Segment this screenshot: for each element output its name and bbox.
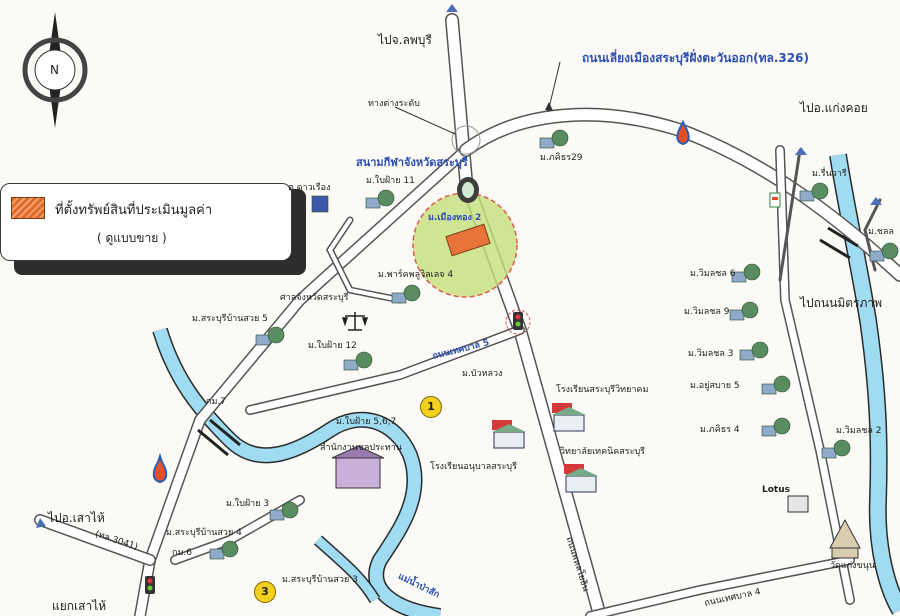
gas-station-icon <box>152 452 168 484</box>
gas-station-icon <box>676 119 690 146</box>
label-ban-fai-3: ม.ใบฝ้าย 3 <box>226 499 270 509</box>
label-ban-fai-567: ม.ใบฝ้าย 5,6,7 <box>336 417 397 427</box>
label-saraburi-ban-suan-3: ม.สระบุรีบ้านสวย 3 <box>282 575 358 585</box>
label-court: ศาลจังหวัดสระบุรี <box>280 293 349 303</box>
store-icon <box>769 192 781 208</box>
traffic-light-icon <box>145 576 155 594</box>
label-lotus: Lotus <box>762 485 790 495</box>
marker-1[interactable]: 1 <box>420 396 442 418</box>
legend-title: ที่ตั้งทรัพย์สินที่ประเมินมูลค่า <box>55 203 213 218</box>
label-bua-luang: ม.บัวหลวง <box>462 369 503 379</box>
label-mueang-thong-2: ม.เมืองทอง 2 <box>428 213 482 223</box>
label-ruen-wan: ม.รื่นวารี <box>812 169 847 179</box>
label-km6: กม.6 <box>172 548 192 558</box>
label-land-office: สำนักงานชลประทาน <box>320 443 402 453</box>
label-kindergarten: โรงเรียนอนุบาลสระบุรี <box>430 462 517 472</box>
lotus-store-icon <box>787 495 809 513</box>
compass-icon <box>22 12 88 128</box>
label-saraburi-school: โรงเรียนสระบุรีวิทยาคม <box>556 385 649 395</box>
label-saraburi-ban-suan-4: ม.สระบุรีบ้านสวย 4 <box>166 528 242 538</box>
label-interchange: ทางต่างระดับ <box>368 99 420 109</box>
label-chon-edge: ม.ชลล <box>868 227 894 237</box>
subject-property <box>445 223 491 257</box>
north-label: N <box>50 63 59 77</box>
label-wimonchon-2: ม.วิมลชล 2 <box>836 426 882 436</box>
school-icons <box>492 403 598 493</box>
label-ban-fai-12: ม.ใบฝ้าย 12 <box>308 341 357 351</box>
arrow-icons <box>36 4 882 528</box>
traffic-light-icon <box>513 312 523 330</box>
label-saraburi-ban-suan-5: ม.สระบุรีบ้านสวย 5 <box>192 314 268 324</box>
label-to-kaeng-khoi: ไปอ.แก่งคอย <box>800 101 868 115</box>
temple-icon <box>829 518 861 559</box>
label-dao-rueang: ต.ดาวเรือง <box>288 183 331 193</box>
court-icon <box>341 312 369 331</box>
label-pradit-29: ม.ภคิธร29 <box>540 153 583 163</box>
label-pakhithon-4: ม.ภคิธร 4 <box>700 425 740 435</box>
label-sao-hai-district: แยกเสาไห้ <box>52 599 107 613</box>
stadium-icon <box>457 177 479 203</box>
label-tech-college: วิทยาลัยเทคนิคสระบุรี <box>560 447 646 457</box>
label-km7: กม.7 <box>206 397 226 407</box>
label-wimonchon-9: ม.วิมลชล 9 <box>684 307 730 317</box>
bridge-icon <box>819 226 859 260</box>
legend: ที่ตั้งทรัพย์สินที่ประเมินมูลค่า ( ดูแบบ… <box>0 183 306 275</box>
label-yu-suk-5: ม.อยู่สบาย 5 <box>690 381 740 391</box>
label-park-ville-4: ม.พาร์คพลูวิลเลจ 4 <box>378 270 454 280</box>
marker-3[interactable]: 3 <box>254 581 276 603</box>
label-to-mittraphap: ไปถนนมิตรภาพ <box>800 296 883 310</box>
label-to-sao-hai: ไปอ.เสาไห้ <box>48 511 105 525</box>
label-wimonchon-3: ม.วิมลชล 3 <box>688 349 734 359</box>
label-to-lopburi: ไปจ.ลพบุรี <box>378 33 432 47</box>
village-icons <box>209 129 899 560</box>
label-temple: วัดแก่งขนุน <box>830 561 875 571</box>
label-wimonchon-6: ม.วิมลชล 6 <box>690 269 736 279</box>
legend-swatch <box>11 197 45 219</box>
label-ban-fai-11: ม.ใบฝ้าย 11 <box>366 176 415 186</box>
label-bypass-road: ถนนเลี่ยงเมืองสระบุรีฝั่งตะวันออก(ทล.326… <box>582 51 809 65</box>
bridge-icon <box>197 418 241 457</box>
legend-subtitle: ( ดูแบบขาย ) <box>97 231 167 245</box>
office-icon <box>331 445 385 489</box>
label-stadium: สนามกีฬาจังหวัดสระบุรี <box>356 156 468 169</box>
